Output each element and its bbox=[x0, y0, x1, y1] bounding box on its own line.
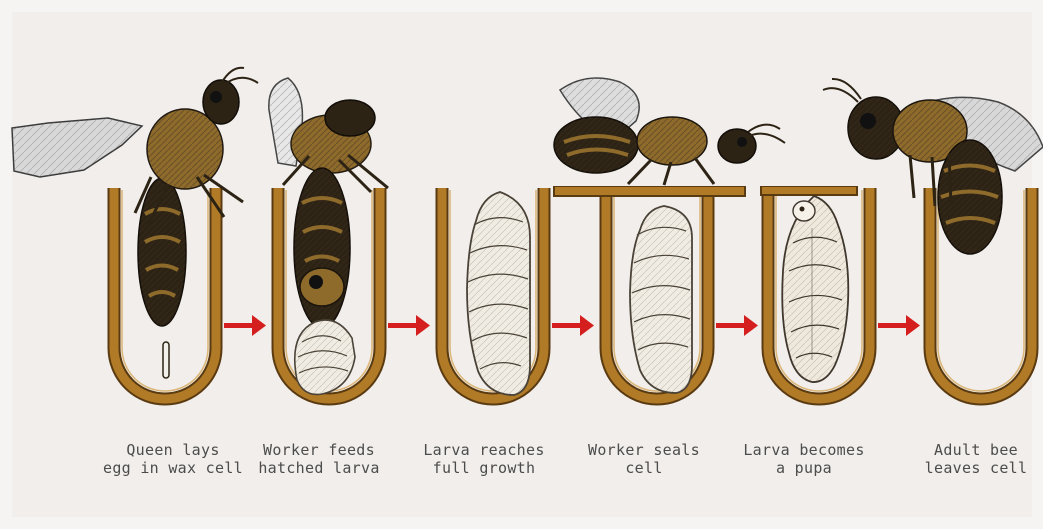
stage-caption-5: Larva becomes a pupa bbox=[724, 441, 884, 477]
stage-caption-6: Adult bee leaves cell bbox=[896, 441, 1043, 477]
stage-caption-1: Queen lays egg in wax cell bbox=[93, 441, 253, 477]
progress-arrow-1 bbox=[224, 315, 266, 336]
stage-caption-3: Larva reaches full growth bbox=[404, 441, 564, 477]
pupa-illustration bbox=[782, 196, 848, 382]
worker-sealing-illustration bbox=[554, 78, 785, 393]
stage-caption-line: Worker feeds bbox=[239, 441, 399, 459]
stage-caption-line: cell bbox=[564, 459, 724, 477]
stage-caption-line: Larva becomes bbox=[724, 441, 884, 459]
stage-caption-4: Worker seals cell bbox=[564, 441, 724, 477]
stage-caption-line: hatched larva bbox=[239, 459, 399, 477]
stage-caption-line: full growth bbox=[404, 459, 564, 477]
stage-caption-line: egg in wax cell bbox=[93, 459, 253, 477]
stage-caption-2: Worker feeds hatched larva bbox=[239, 441, 399, 477]
stage-caption-line: Worker seals bbox=[564, 441, 724, 459]
stage-caption-line: a pupa bbox=[724, 459, 884, 477]
progress-arrow-5 bbox=[878, 315, 920, 336]
stage-caption-line: Queen lays bbox=[93, 441, 253, 459]
progress-arrow-3 bbox=[552, 315, 594, 336]
stage-caption-line: Adult bee bbox=[896, 441, 1043, 459]
stage-caption-line: Larva reaches bbox=[404, 441, 564, 459]
stage-caption-line: leaves cell bbox=[896, 459, 1043, 477]
progress-arrow-2 bbox=[388, 315, 430, 336]
progress-arrow-4 bbox=[716, 315, 758, 336]
grown-larva-illustration bbox=[467, 192, 530, 395]
